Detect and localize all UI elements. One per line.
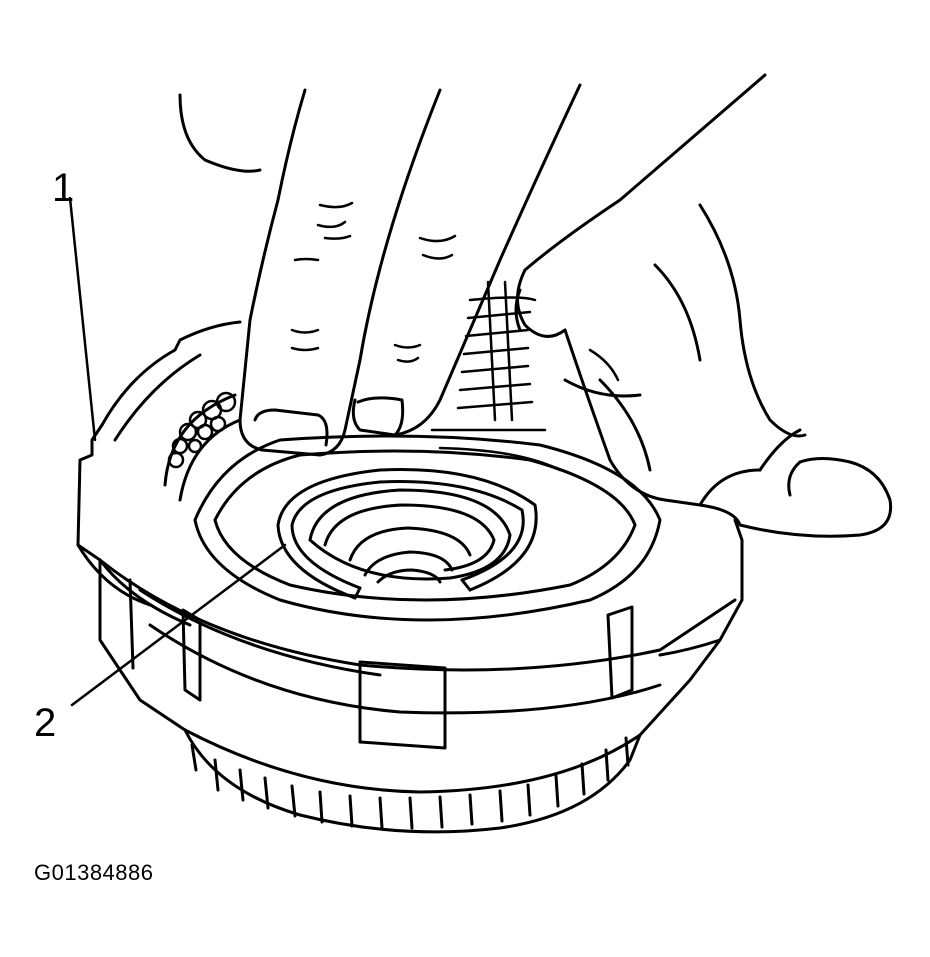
clutch-housing-drum [76, 320, 744, 834]
callout-label-2: 2 [34, 701, 57, 745]
housing-outer-left [76, 423, 187, 732]
bearing-balls [167, 391, 237, 469]
housing-bottom-teeth [183, 728, 642, 834]
center-hub [308, 488, 512, 584]
callout-label-1: 1 [52, 166, 75, 210]
clutch-plates [430, 280, 562, 472]
housing-lug [606, 605, 634, 700]
index-finger [238, 88, 442, 457]
housing-lug [181, 608, 202, 702]
housing-outer-right [638, 518, 744, 737]
leader-lines [68, 196, 287, 707]
inner-bore [163, 280, 662, 622]
hand-illustration [178, 73, 893, 538]
ring-finger [516, 73, 767, 338]
figure-id-label: G01384886 [34, 860, 154, 885]
middle-finger [351, 83, 582, 437]
leader-line-2 [70, 543, 287, 707]
hand-right-side [563, 328, 702, 507]
housing-rim-top [100, 320, 242, 427]
knuckle-wrinkles [290, 201, 620, 382]
leader-line-1 [68, 196, 97, 442]
